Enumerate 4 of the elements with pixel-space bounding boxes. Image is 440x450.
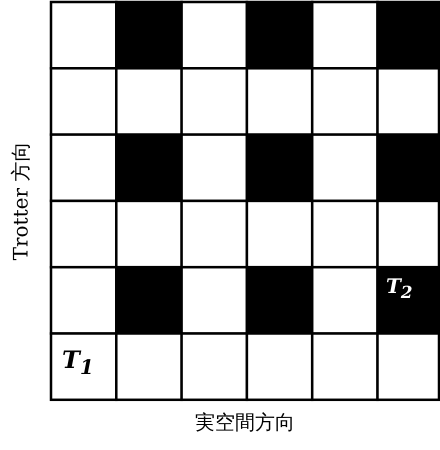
cell-label: T$_{2}$ <box>386 276 412 301</box>
axis-label: 実空間方向 <box>195 412 295 432</box>
axis-label: Trotter 方向 <box>10 142 30 260</box>
cell-label: T$_{1}$ <box>62 348 94 377</box>
